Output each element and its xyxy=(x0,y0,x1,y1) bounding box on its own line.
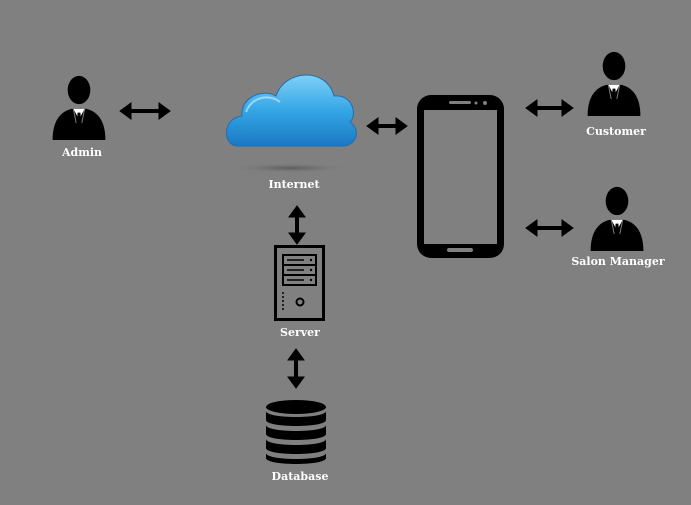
customer-person-icon xyxy=(587,51,641,116)
database-icon xyxy=(266,400,326,464)
salon-manager-person-icon xyxy=(590,186,644,251)
arrow-admin-internet xyxy=(119,102,171,120)
arrow-internet-mobile xyxy=(366,117,408,135)
admin-person-icon xyxy=(52,75,106,140)
salon-manager-label: Salon Manager xyxy=(571,255,665,268)
customer-label: Customer xyxy=(586,125,646,138)
arrow-mobile-salon-manager xyxy=(525,219,574,237)
database-label: Database xyxy=(271,470,329,483)
arrow-internet-server xyxy=(288,205,306,245)
internet-label: Internet xyxy=(268,178,320,191)
server-icon xyxy=(274,245,325,321)
arrow-server-database xyxy=(287,348,305,389)
smartphone-icon xyxy=(417,95,504,258)
arrow-mobile-customer xyxy=(525,99,574,117)
admin-label: Admin xyxy=(61,146,103,159)
server-label: Server xyxy=(280,326,320,339)
cloud-icon xyxy=(226,74,357,173)
